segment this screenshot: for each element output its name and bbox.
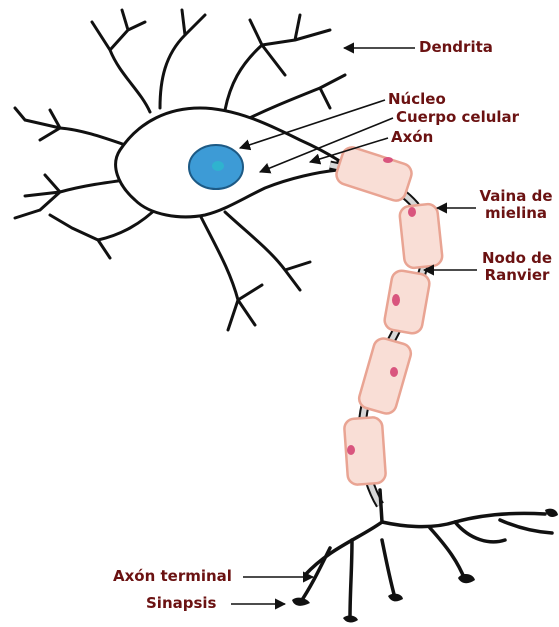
axon-terminals — [300, 490, 552, 618]
schwann-nucleus — [392, 294, 400, 306]
myelin-segment — [334, 145, 414, 203]
label-axon-terminal: Axón terminal — [113, 568, 232, 585]
myelin-segment — [399, 203, 443, 269]
schwann-nucleus — [383, 157, 393, 163]
label-axon: Axón — [391, 129, 433, 146]
nucleolus — [212, 161, 224, 171]
label-nucleo: Núcleo — [388, 91, 446, 108]
label-cuerpo-celular: Cuerpo celular — [396, 109, 519, 126]
myelin-segment — [357, 336, 413, 416]
schwann-nucleus — [347, 445, 355, 455]
label-nodo-line2: Ranvier — [478, 267, 556, 284]
schwann-nucleus — [390, 367, 398, 377]
label-nodo-line1: Nodo de — [478, 250, 556, 267]
label-sinapsis: Sinapsis — [146, 595, 216, 612]
myelin-segment — [383, 269, 431, 335]
label-dendrita: Dendrita — [419, 39, 493, 56]
schwann-nucleus — [408, 207, 416, 217]
synapse-bouton — [458, 574, 475, 583]
synapse-bouton — [292, 598, 310, 606]
synapse-bouton — [545, 509, 558, 517]
label-vaina-line1: Vaina de — [476, 188, 556, 205]
myelin-sheath — [334, 145, 443, 485]
label-nodo-de-ranvier: Nodo de Ranvier — [478, 250, 556, 284]
label-vaina-de-mielina: Vaina de mielina — [476, 188, 556, 222]
label-vaina-line2: mielina — [476, 205, 556, 222]
synapse-bouton — [388, 594, 403, 602]
synapse-bouton — [343, 616, 358, 623]
